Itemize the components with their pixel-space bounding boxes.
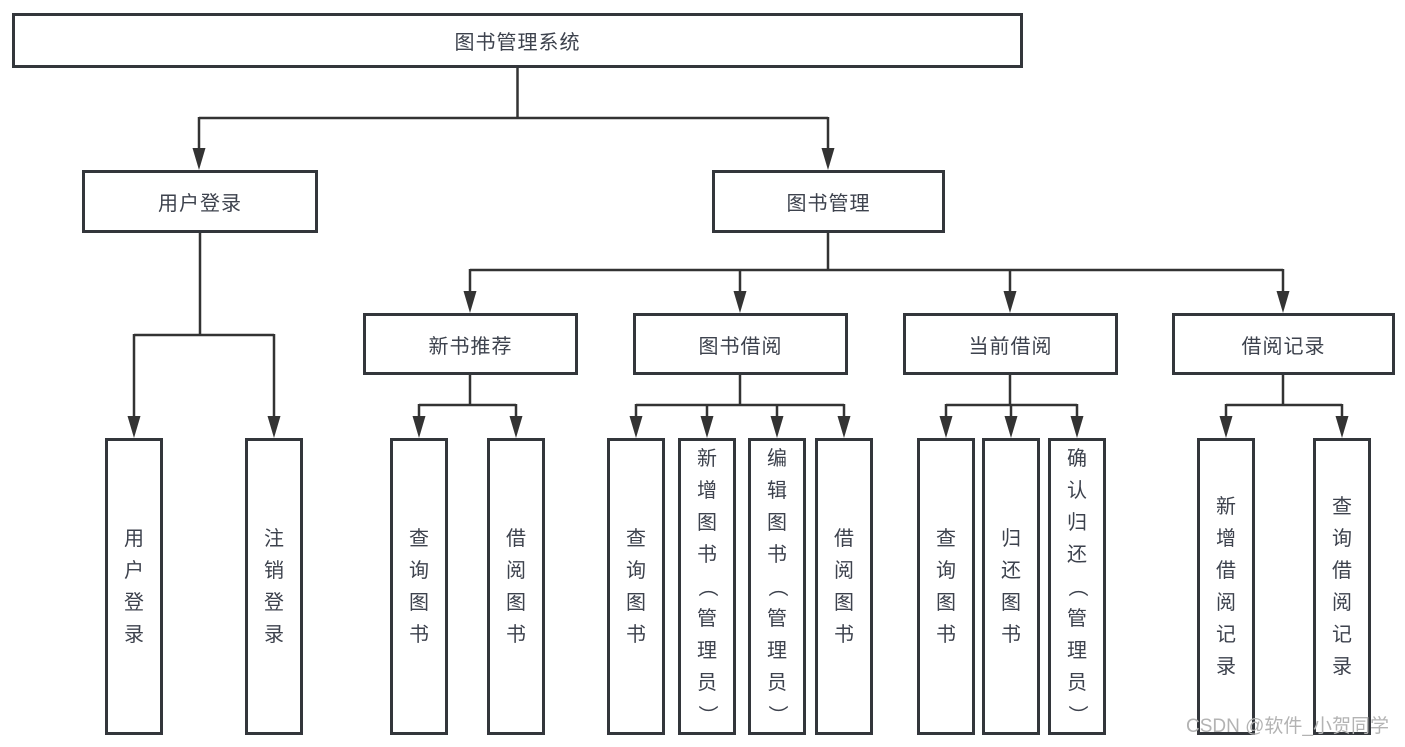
leaf-records-query-record: 查询借阅记录 [1313,438,1371,735]
node-borrow-records: 借阅记录 [1172,313,1395,375]
node-book-management: 图书管理 [712,170,945,233]
node-book-borrow: 图书借阅 [633,313,848,375]
node-current-borrow: 当前借阅 [903,313,1118,375]
leaf-current-confirm-return-admin: 确认归还（管理员） [1048,438,1106,735]
leaf-recommend-query-books: 查询图书 [390,438,448,735]
leaf-borrow-add-books-admin: 新增图书（管理员） [678,438,736,735]
node-new-book-recommend: 新书推荐 [363,313,578,375]
leaf-borrow-borrow-books: 借阅图书 [815,438,873,735]
leaf-borrow-edit-books-admin: 编辑图书（管理员） [748,438,806,735]
leaf-recommend-borrow-books: 借阅图书 [487,438,545,735]
leaf-borrow-query-books: 查询图书 [607,438,665,735]
node-user-login: 用户登录 [82,170,318,233]
leaf-user-login: 用户登录 [105,438,163,735]
node-root-library-system: 图书管理系统 [12,13,1023,68]
leaf-records-add-record: 新增借阅记录 [1197,438,1255,735]
csdn-watermark: CSDN @软件_小贺同学 [1186,716,1389,737]
leaf-current-return-books: 归还图书 [982,438,1040,735]
leaf-logout: 注销登录 [245,438,303,735]
leaf-current-query-books: 查询图书 [917,438,975,735]
